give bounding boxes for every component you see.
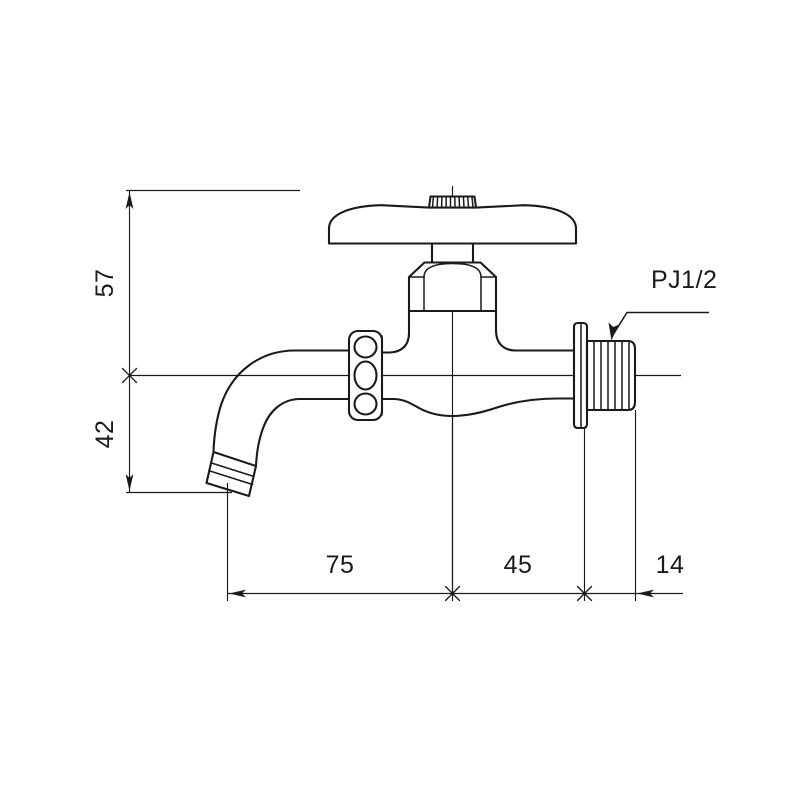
- wall-flange: [572, 321, 589, 430]
- inlet-thread: [585, 339, 637, 412]
- bonnet-nut: [407, 261, 498, 313]
- spout-tip-band-upper: [210, 462, 255, 478]
- body-upper-profile: [374, 309, 411, 354]
- dim-label-57: 57: [91, 269, 119, 298]
- body-lower-left-profile: [374, 397, 454, 418]
- dim-arrow-57-top: [125, 192, 134, 209]
- handle-stem: [430, 242, 475, 264]
- handle-cap-knurl-lines: [431, 196, 474, 208]
- bonnet-nut-body: [407, 261, 498, 313]
- thread-leader-line: [612, 311, 709, 335]
- thread-label: PJ1/2: [651, 266, 717, 294]
- horizontal-dimension-group: 75 45 14: [226, 410, 685, 602]
- inlet-thread-body: [585, 339, 637, 412]
- body-lower-right-profile: [450, 397, 583, 427]
- dim-arrow-75-left: [229, 589, 246, 598]
- dim-arrow-14-left: [637, 589, 654, 598]
- dim-label-45: 45: [504, 551, 533, 579]
- spout-inner-curve: [254, 397, 351, 468]
- thread-leader-arrowhead: [608, 322, 619, 341]
- dim-label-14: 14: [656, 551, 685, 579]
- three-hole-plate: [347, 329, 384, 422]
- dim-tick-452-slash-b: [444, 585, 461, 602]
- body-upper-right-profile: [494, 309, 583, 352]
- inlet-thread-lines: [593, 340, 630, 411]
- dim-arrow-42-bottom: [125, 474, 134, 491]
- plate-hole-bottom: [353, 392, 378, 416]
- plate-hole-middle: [353, 360, 378, 391]
- spout-tip-body: [205, 450, 258, 498]
- plate-hole-top: [353, 335, 378, 359]
- dim-tick-584-slash-b: [576, 585, 593, 602]
- faucet-assembly: [205, 195, 637, 498]
- dome-handle: [327, 204, 578, 245]
- spout-tip-band-lower: [209, 470, 254, 486]
- dim-label-42: 42: [91, 420, 119, 449]
- handle-cap: [427, 195, 478, 209]
- bonnet-nut-chamfer-arc: [423, 262, 482, 278]
- dim-label-75: 75: [326, 551, 355, 579]
- spout-tip: [205, 450, 258, 498]
- vertical-dimension-group: 57 42: [91, 189, 300, 494]
- spout-outer-curve: [212, 349, 351, 454]
- thread-annotation-group: PJ1/2: [608, 266, 717, 341]
